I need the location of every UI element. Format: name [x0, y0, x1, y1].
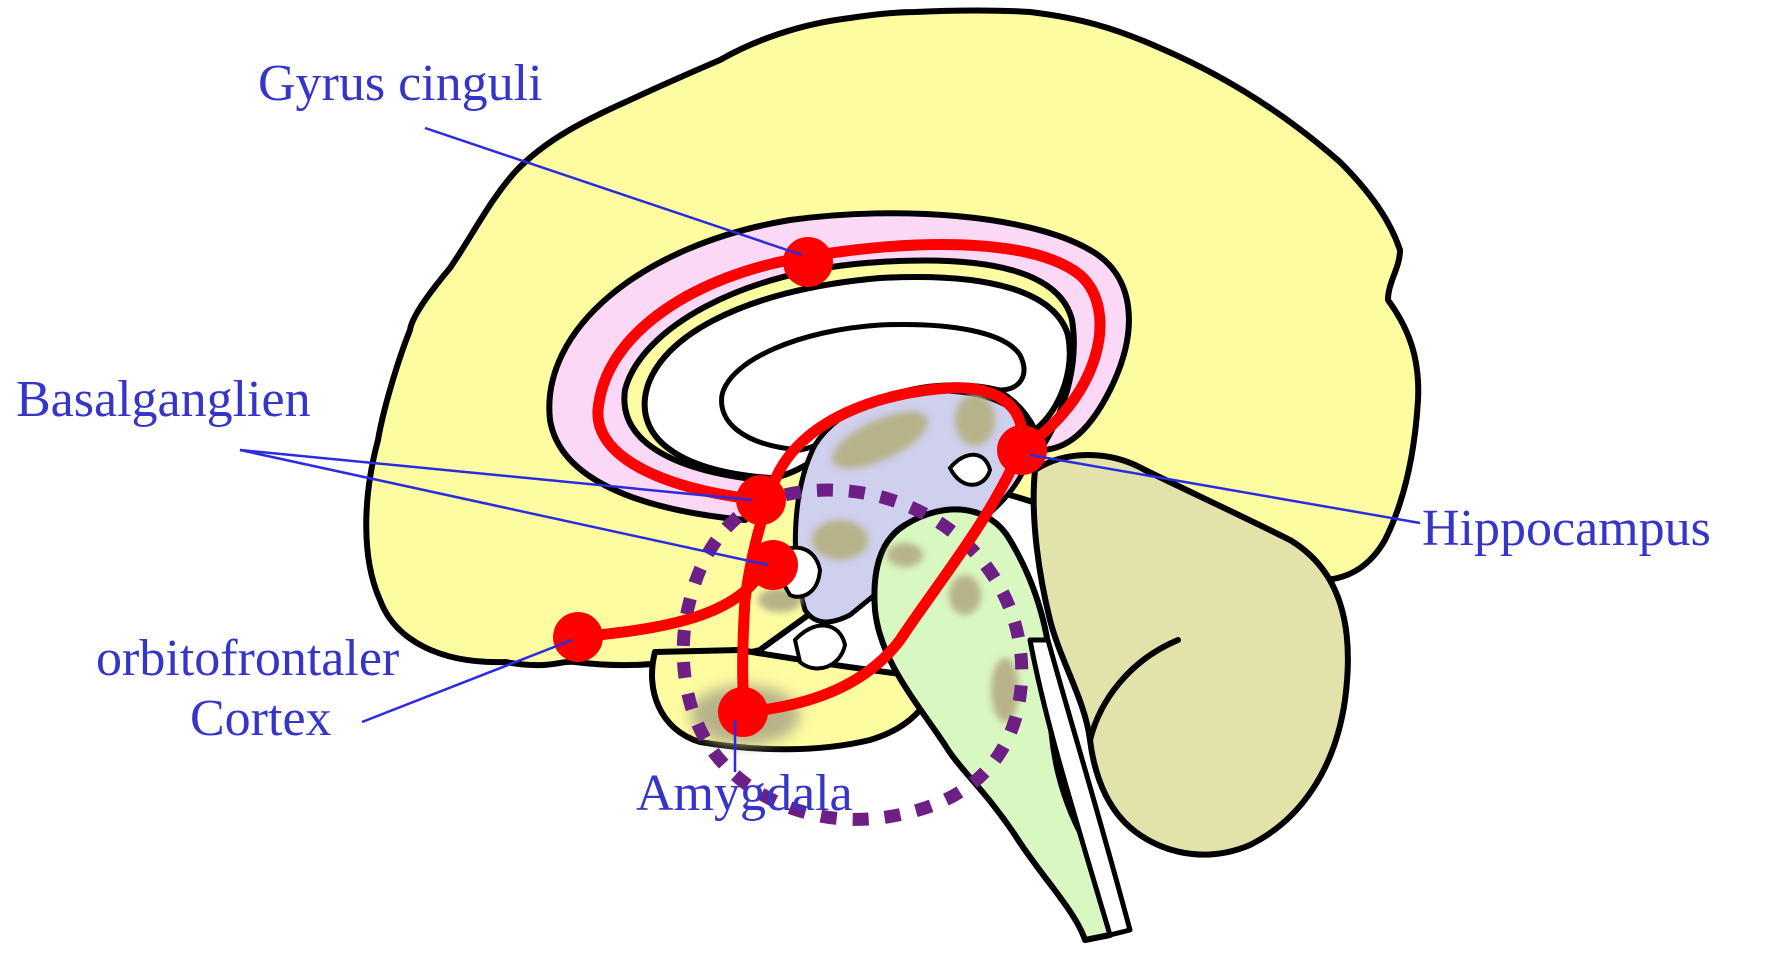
- label-orbitofrontal-line1: orbitofrontaler: [96, 630, 399, 687]
- label-gyrus-cinguli: Gyrus cinguli: [258, 55, 543, 112]
- node-hippocampus: [997, 425, 1047, 475]
- pituitary: [795, 625, 845, 668]
- node-amygdala: [718, 687, 768, 737]
- label-orbitofrontal-line2: Cortex: [190, 690, 332, 747]
- node-orbitofrontal: [553, 612, 603, 662]
- label-hippocampus: Hippocampus: [1422, 500, 1711, 557]
- node-gyrus-cinguli: [783, 237, 833, 287]
- label-amygdala: Amygdala: [636, 765, 853, 822]
- label-basalganglien: Basalganglien: [16, 371, 311, 428]
- node-basalganglien-lower: [748, 540, 798, 590]
